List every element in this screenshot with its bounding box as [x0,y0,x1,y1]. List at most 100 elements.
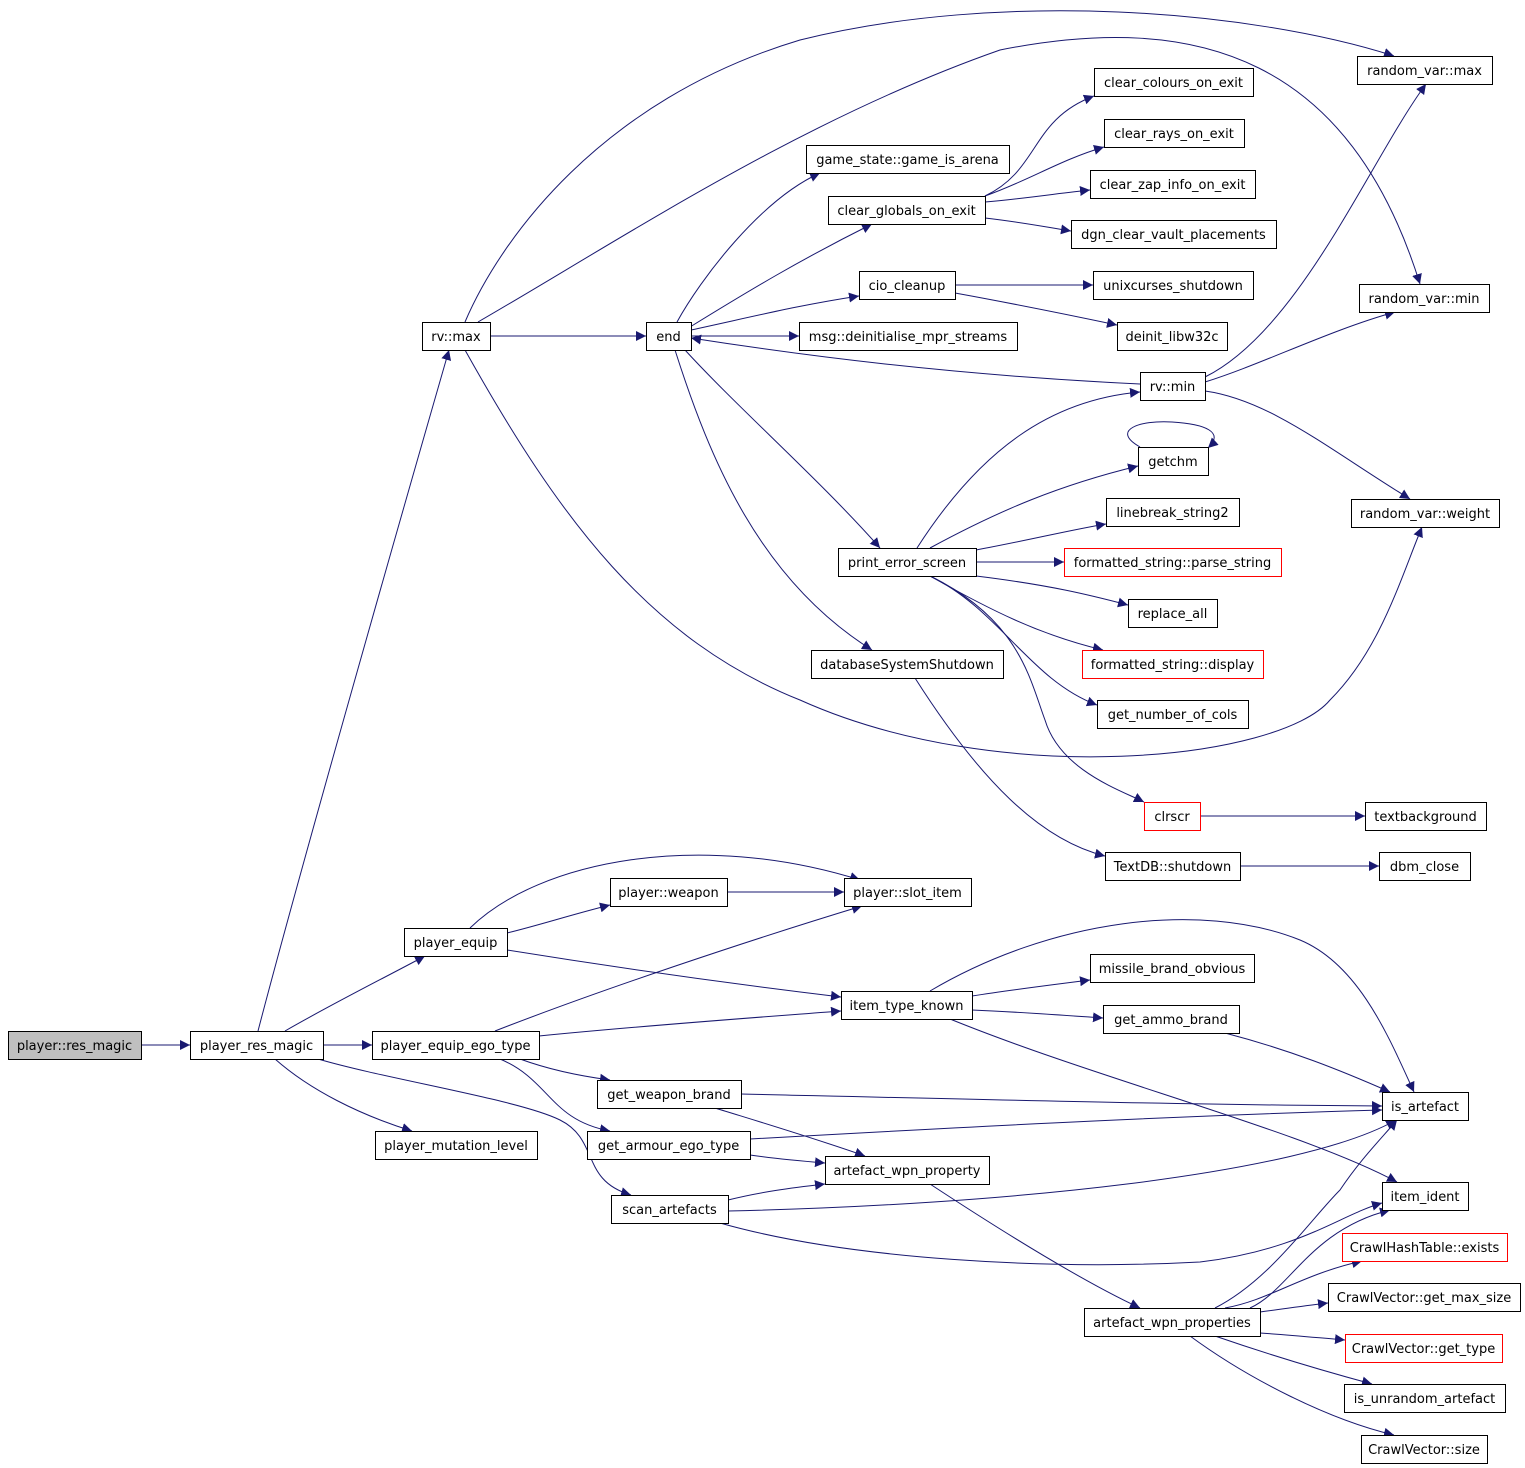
node-clrscr[interactable]: clrscr [1144,802,1201,831]
edge-player-equip-to-player-weapon [506,902,611,934]
node-player-equip[interactable]: player_equip [404,928,508,957]
node-player-equip-ego-type[interactable]: player_equip_ego_type [372,1031,540,1060]
node-get-weapon-brand[interactable]: get_weapon_brand [597,1080,742,1109]
node-clear-rays-on-exit[interactable]: clear_rays_on_exit [1104,119,1245,148]
node-random-var-max[interactable]: random_var::max [1357,56,1493,85]
node-box-rv-max [422,322,491,351]
node-clear-globals-on-exit[interactable]: clear_globals_on_exit [828,196,986,225]
node-label-scan-artefacts: scan_artefacts [622,1203,717,1218]
edge-end-to-cio-cleanup [690,292,860,331]
node-label-clear-rays-on-exit: clear_rays_on_exit [1114,127,1234,142]
node-label-get-number-of-cols: get_number_of_cols [1108,708,1238,723]
node-label-player-res-magic: player_res_magic [200,1039,313,1054]
node-linebreak-string2[interactable]: linebreak_string2 [1106,498,1240,527]
node-box-cv-get-type [1345,1334,1503,1363]
edge-print-error-screen-to-get-number-of-cols [929,575,1098,707]
node-get-armour-ego-type[interactable]: get_armour_ego_type [587,1131,751,1160]
node-cv-size[interactable]: CrawlVector::size [1361,1435,1488,1464]
edge-item-type-known-to-is-artefact [929,919,1415,1093]
node-box-parse-string [1064,548,1282,577]
node-label-get-weapon-brand: get_weapon_brand [607,1088,730,1103]
node-label-textdb-shutdown: TextDB::shutdown [1113,860,1231,875]
node-dbm-close[interactable]: dbm_close [1379,852,1471,881]
node-box-unixcurses-shutdown [1093,271,1254,300]
node-clear-zap-info-on-exit[interactable]: clear_zap_info_on_exit [1090,170,1256,199]
node-replace-all[interactable]: replace_all [1128,599,1218,628]
node-cv-get-max-size[interactable]: CrawlVector::get_max_size [1328,1283,1521,1312]
node-get-ammo-brand[interactable]: get_ammo_brand [1103,1005,1240,1034]
node-box-item-type-known [841,991,973,1020]
node-item-type-known[interactable]: item_type_known [841,991,973,1020]
node-box-clear-rays-on-exit [1104,119,1245,148]
node-hash-exists[interactable]: CrawlHashTable::exists [1342,1233,1508,1262]
node-label-cv-size: CrawlVector::size [1368,1443,1480,1458]
node-box-player-res-magic [190,1031,324,1060]
edge-artefact-wpn-properties-to-cv-get-type [1259,1332,1346,1345]
edge-player-res-magic-to-player-equip [284,955,426,1032]
node-cv-get-type[interactable]: CrawlVector::get_type [1345,1334,1503,1363]
node-box-clear-colours-on-exit [1094,68,1254,97]
node-rv-min[interactable]: rv::min [1140,372,1206,401]
node-cio-cleanup[interactable]: cio_cleanup [859,271,956,300]
edge-player-equip-ego-type-to-slot-item [494,904,863,1032]
node-label-player-weapon: player::weapon [618,886,718,901]
node-label-cv-get-max-size: CrawlVector::get_max_size [1337,1291,1511,1306]
node-missile-brand-obvious[interactable]: missile_brand_obvious [1090,954,1255,983]
node-getchm[interactable]: getchm [1138,447,1209,476]
node-box-artefact-wpn-properties [1084,1308,1261,1337]
edge-end-to-clear-globals-on-exit [689,223,873,328]
node-player-res-magic[interactable]: player_res_magic [190,1031,324,1060]
edge-get-ammo-brand-to-is-artefact [1224,1032,1391,1093]
node-artefact-wpn-properties[interactable]: artefact_wpn_properties [1084,1308,1261,1337]
node-res-magic[interactable]: player::res_magic [8,1031,142,1060]
node-clear-colours-on-exit[interactable]: clear_colours_on_exit [1094,68,1254,97]
node-msg-deinit[interactable]: msg::deinitialise_mpr_streams [799,322,1018,351]
node-scan-artefacts[interactable]: scan_artefacts [611,1195,729,1224]
node-textbackground[interactable]: textbackground [1365,802,1487,831]
node-end[interactable]: end [646,322,692,351]
node-random-var-min[interactable]: random_var::min [1359,284,1490,313]
node-box-replace-all [1128,599,1218,628]
node-label-player-mutation-level: player_mutation_level [384,1139,528,1154]
node-textdb-shutdown[interactable]: TextDB::shutdown [1105,852,1241,881]
node-deinit-libw32c[interactable]: deinit_libw32c [1117,322,1228,351]
edge-scan-artefacts-to-item-ident [719,1200,1383,1266]
node-box-slot-item [844,878,972,907]
node-label-cio-cleanup: cio_cleanup [869,279,946,294]
node-rv-max[interactable]: rv::max [422,322,491,351]
node-box-textdb-shutdown [1105,852,1241,881]
node-label-textbackground: textbackground [1374,810,1477,825]
node-random-var-weight[interactable]: random_var::weight [1351,499,1500,528]
edge-get-armour-ego-type-to-artefact-wpn-property [749,1154,826,1168]
edge-cio-cleanup-to-deinit-libw32c [954,292,1118,328]
node-unixcurses-shutdown[interactable]: unixcurses_shutdown [1093,271,1254,300]
node-label-clear-zap-info-on-exit: clear_zap_info_on_exit [1100,178,1246,193]
node-box-deinit-libw32c [1117,322,1228,351]
node-player-mutation-level[interactable]: player_mutation_level [375,1131,538,1160]
node-item-ident[interactable]: item_ident [1382,1182,1469,1211]
node-artefact-wpn-property[interactable]: artefact_wpn_property [825,1156,990,1185]
node-game-is-arena[interactable]: game_state::game_is_arena [806,145,1010,174]
node-fs-display[interactable]: formatted_string::display [1082,650,1264,679]
node-label-fs-display: formatted_string::display [1091,658,1255,673]
node-label-player-equip-ego-type: player_equip_ego_type [381,1039,531,1054]
node-get-number-of-cols[interactable]: get_number_of_cols [1097,700,1249,729]
node-label-item-type-known: item_type_known [849,999,963,1014]
node-is-unrandom-artefact[interactable]: is_unrandom_artefact [1344,1384,1506,1413]
edge-end-to-print-error-screen [684,349,881,549]
node-is-artefact[interactable]: is_artefact [1382,1092,1469,1121]
edge-scan-artefacts-to-is-artefact [727,1119,1397,1212]
node-label-unixcurses-shutdown: unixcurses_shutdown [1103,279,1243,294]
node-box-cv-size [1361,1435,1488,1464]
node-dgn-clear-vault-placements[interactable]: dgn_clear_vault_placements [1071,220,1277,249]
edge-artefact-wpn-properties-to-hash-exists [1224,1258,1363,1309]
edge-artefact-wpn-properties-to-item-ident [1249,1207,1391,1309]
node-database-shutdown[interactable]: databaseSystemShutdown [811,650,1004,679]
node-slot-item[interactable]: player::slot_item [844,878,972,907]
node-box-item-ident [1382,1182,1469,1211]
node-player-weapon[interactable]: player::weapon [610,878,728,907]
node-box-res-magic [8,1031,142,1060]
node-print-error-screen[interactable]: print_error_screen [838,548,977,577]
node-parse-string[interactable]: formatted_string::parse_string [1064,548,1282,577]
edge-artefact-wpn-property-to-artefact-wpn-properties [929,1183,1141,1309]
